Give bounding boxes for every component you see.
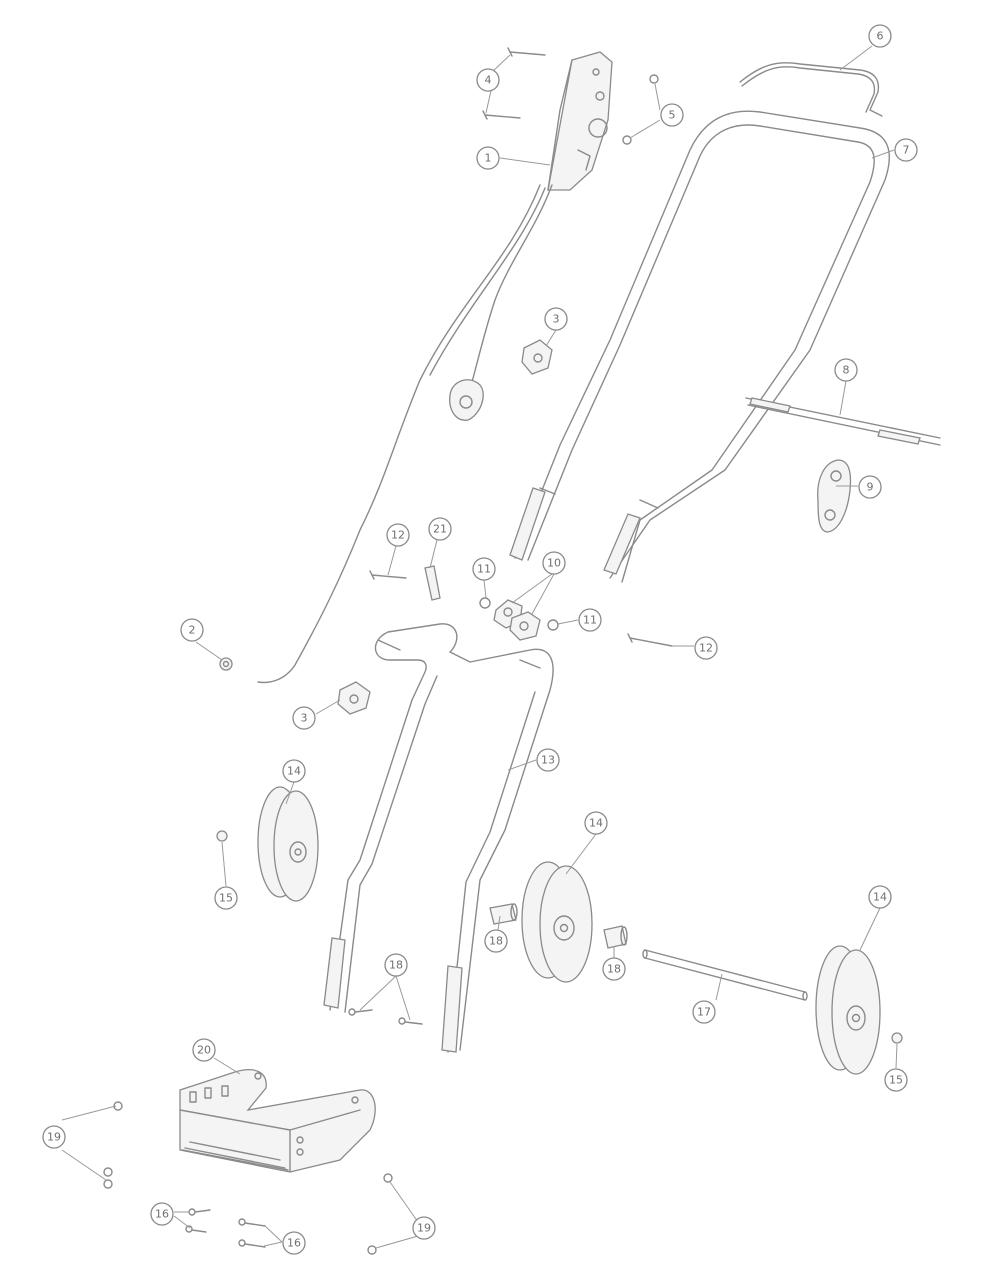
callout-21: 21 [428,517,452,541]
callout-label: 19 [417,1222,431,1235]
callout-14: 14 [868,885,892,909]
callout-label: 3 [301,712,308,725]
bolt-part [185,1208,266,1248]
callout-label: 10 [547,557,561,570]
bracket-plate-part [817,459,852,533]
callout-14: 14 [584,811,608,835]
callout-label: 16 [155,1208,169,1221]
callout-label: 18 [607,963,621,976]
callout-label: 17 [697,1006,711,1019]
nut-part [891,1032,903,1044]
callout-15: 15 [884,1068,908,1092]
callout-label: 18 [389,959,403,972]
washer-part [479,597,559,631]
wheel-part [521,861,593,983]
callout-14: 14 [282,759,306,783]
nut-part [219,657,233,671]
carriage-bolt-part [369,570,673,647]
callout-3: 3 [544,307,568,331]
throttle-control-part [547,51,613,191]
callout-label: 18 [489,935,503,948]
callout-label: 12 [699,642,713,655]
bail-wire-part [739,62,883,117]
callout-label: 14 [873,891,887,904]
callout-1: 1 [476,146,500,170]
callout-label: 12 [391,529,405,542]
callout-18: 18 [484,929,508,953]
callout-3: 3 [292,706,316,730]
callout-label: 13 [541,754,555,767]
callout-label: 15 [889,1074,903,1087]
spacer-part [489,903,518,925]
callout-12: 12 [386,523,410,547]
callout-label: 1 [485,152,492,165]
callout-16: 16 [282,1231,306,1255]
spacer-part [603,925,628,949]
callout-label: 6 [877,30,884,43]
cable-clip-part [521,339,553,375]
control-cable-part [257,184,553,684]
callout-17: 17 [692,1000,716,1024]
callout-label: 5 [669,109,676,122]
nut-part [216,830,228,842]
callout-6: 6 [868,24,892,48]
upper-handle-part [509,110,890,583]
callout-8: 8 [834,358,858,382]
callout-label: 8 [843,364,850,377]
nut-part [622,74,659,145]
leader-lines [61,45,898,1249]
nut-part [103,1101,393,1255]
callout-15: 15 [214,886,238,910]
callout-12: 12 [694,636,718,660]
callout-18: 18 [384,953,408,977]
callout-5: 5 [660,103,684,127]
callout-7: 7 [894,138,918,162]
wheel-part [257,786,319,902]
callout-label: 14 [287,765,301,778]
callout-2: 2 [180,618,204,642]
callout-9: 9 [858,475,882,499]
callout-label: 11 [477,563,491,576]
axle-part [642,949,808,1001]
callout-label: 16 [287,1237,301,1250]
callout-label: 15 [219,892,233,905]
callout-label: 20 [197,1044,211,1057]
callout-label: 19 [47,1131,61,1144]
callout-label: 14 [589,817,603,830]
wheel-part [815,945,881,1075]
callout-16: 16 [150,1202,174,1226]
lower-handle-part [323,623,554,1053]
callout-19: 19 [412,1216,436,1240]
callout-label: 3 [553,313,560,326]
callout-18: 18 [602,957,626,981]
callout-13: 13 [536,748,560,772]
callout-label: 11 [583,614,597,627]
callout-4: 4 [476,68,500,92]
control-bar-part [745,397,941,446]
callout-label: 21 [433,523,447,536]
callout-label: 4 [485,74,492,87]
callout-11: 11 [472,557,496,581]
bolt-part [348,1008,423,1025]
callout-label: 7 [903,144,910,157]
callout-11: 11 [578,608,602,632]
callout-label: 9 [867,481,874,494]
callout-10: 10 [542,551,566,575]
cable-tie-part [424,565,441,601]
handle-bracket-part [179,1069,376,1173]
cable-clip-part [337,681,371,715]
callout-19: 19 [42,1125,66,1149]
fold-knob-part [493,599,541,641]
callout-20: 20 [192,1038,216,1062]
bolt-part [482,47,546,120]
callout-label: 2 [189,624,196,637]
